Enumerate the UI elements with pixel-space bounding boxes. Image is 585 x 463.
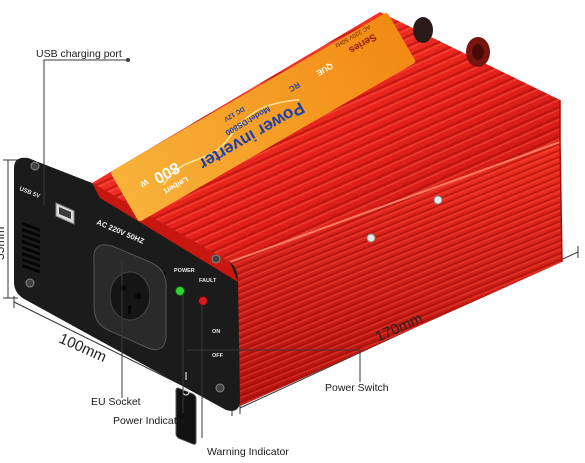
power-switch	[175, 372, 197, 445]
terminal-knob-black	[413, 17, 433, 43]
screw	[211, 254, 221, 264]
fault-led-label: FAULT	[199, 278, 217, 284]
screw	[366, 233, 376, 243]
callout-usb-port: USB charging port	[36, 48, 122, 60]
switch-off-label: OFF	[212, 353, 224, 359]
callout-warning-indicator: Warning Indicator	[207, 446, 289, 458]
power-led-label: POWER	[174, 268, 195, 274]
callout-eu-socket: EU Socket	[91, 396, 141, 408]
screw	[30, 161, 40, 171]
screw	[215, 383, 225, 393]
dimension-height: 55mm	[0, 227, 7, 260]
usb-port	[55, 202, 75, 225]
callout-lines	[43, 59, 361, 438]
screw	[433, 195, 443, 205]
callout-power-indicator: Power Indicator	[113, 415, 186, 427]
fault-led	[198, 296, 208, 306]
eu-socket	[93, 244, 167, 351]
label-wattage-unit: W	[138, 177, 149, 189]
power-led	[175, 286, 185, 296]
callout-dot	[126, 58, 130, 62]
screw	[25, 278, 35, 288]
inverter-body: USB 5V AC 220V 50HZ POWER FAULT ON OFF	[14, 12, 563, 445]
callout-power-switch: Power Switch	[325, 382, 389, 394]
switch-on-label: ON	[212, 329, 220, 335]
